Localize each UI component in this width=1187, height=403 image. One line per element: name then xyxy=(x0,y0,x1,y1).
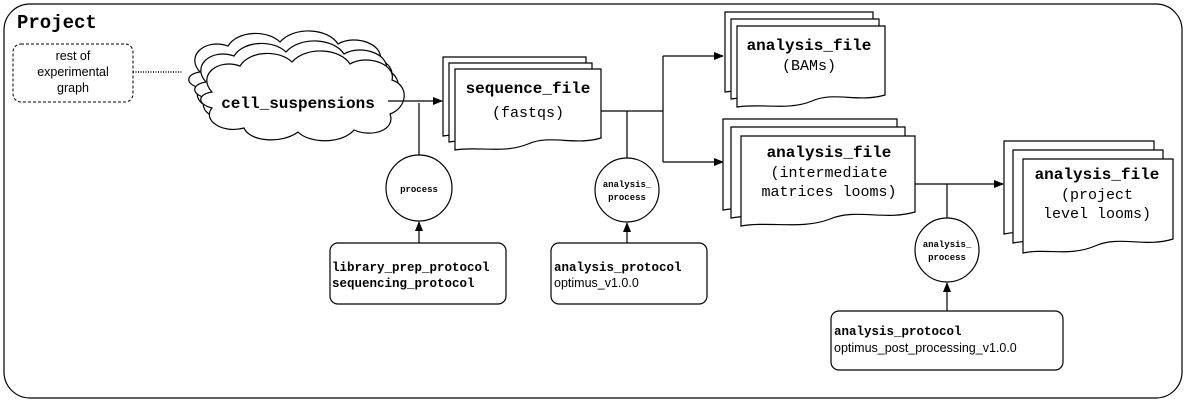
intermediate-file-title: analysis_file xyxy=(767,144,892,162)
analysis-protocol-1-node: analysis_protocol optimus_v1.0.0 xyxy=(550,242,708,305)
analysis-process-2-line1: analysis_ xyxy=(923,240,972,250)
analysis-protocol-2-value: optimus_post_processing_v1.0.0 xyxy=(834,341,1017,355)
analysis-protocol-2-node: analysis_protocol optimus_post_processin… xyxy=(830,310,1064,371)
library-prep-protocol-label: library_prep_protocol xyxy=(332,261,490,275)
intermediate-file-line2: matrices looms) xyxy=(761,184,896,201)
cell-suspensions-node: cell_suspensions xyxy=(188,30,405,142)
analysis-process-1-line1: analysis_ xyxy=(603,180,652,190)
cell-suspensions-label: cell_suspensions xyxy=(221,95,375,113)
bams-file-subtitle: (BAMs) xyxy=(782,58,836,75)
sequence-file-subtitle: (fastqs) xyxy=(492,105,564,122)
sequencing-protocol-label: sequencing_protocol xyxy=(332,277,475,291)
library-protocols-node: library_prep_protocol sequencing_protoco… xyxy=(329,242,507,305)
sequence-file-node: sequence_file (fastqs) xyxy=(442,56,602,151)
project-file-line1: (project xyxy=(1061,187,1133,204)
external-graph-line3: graph xyxy=(57,81,89,95)
bams-file-title: analysis_file xyxy=(747,37,872,55)
project-file-line2: level looms) xyxy=(1043,206,1151,223)
analysis-protocol-1-value: optimus_v1.0.0 xyxy=(554,276,639,290)
sequence-file-title: sequence_file xyxy=(466,80,591,98)
process-label: process xyxy=(400,185,438,195)
analysis-process-2-node xyxy=(914,217,980,283)
external-graph-line2: experimental xyxy=(37,65,109,79)
analysis-process-1-line2: process xyxy=(608,193,646,203)
external-graph-line1: rest of xyxy=(56,49,91,63)
analysis-process-2-line2: process xyxy=(928,253,966,263)
intermediate-file-line1: (intermediate xyxy=(770,165,887,182)
analysis-process-1-node xyxy=(594,157,660,223)
project-file-title: analysis_file xyxy=(1035,166,1160,184)
analysis-protocol-2-title: analysis_protocol xyxy=(834,325,962,339)
project-title: Project xyxy=(17,12,97,34)
intermediate-analysis-file-node: analysis_file (intermediate matrices loo… xyxy=(722,118,916,227)
analysis-protocol-1-title: analysis_protocol xyxy=(554,261,682,275)
external-graph-node: rest of experimental graph xyxy=(12,43,134,103)
project-analysis-file-node: analysis_file (project level looms) xyxy=(1003,140,1174,254)
bams-analysis-file-node: analysis_file (BAMs) xyxy=(724,11,886,108)
